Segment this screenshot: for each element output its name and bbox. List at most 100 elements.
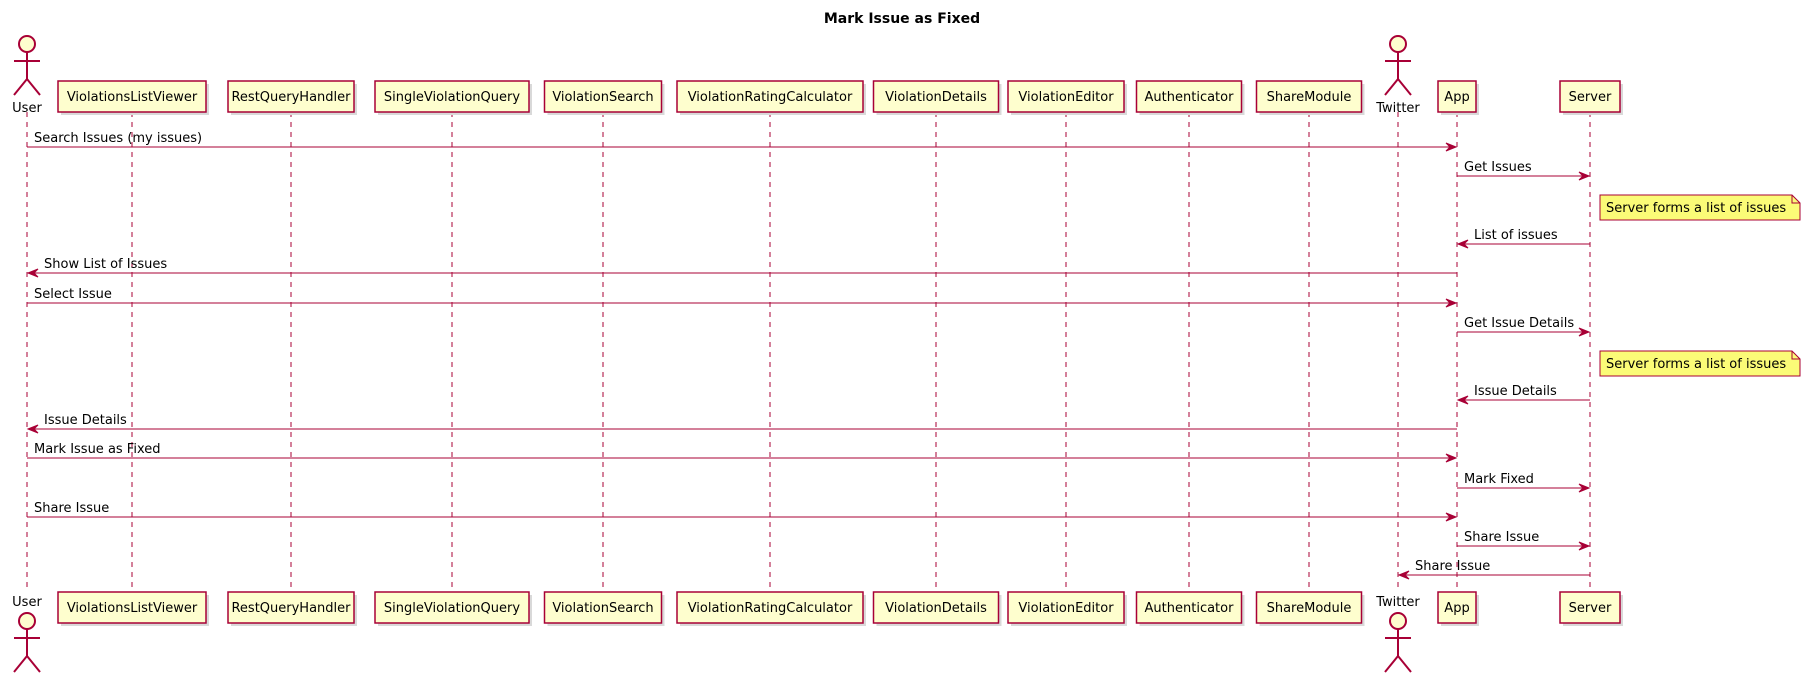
actor-right-leg xyxy=(26,655,41,673)
participant-box xyxy=(227,80,355,113)
arrowhead-icon xyxy=(1456,239,1469,249)
diagram-title: Mark Issue as Fixed xyxy=(824,11,980,27)
participant-box xyxy=(1007,80,1125,113)
participant-label: ViolationEditor xyxy=(1018,601,1114,616)
message-arrow: Share Issue xyxy=(27,501,1458,522)
message-arrow: Search Issues (my issues) xyxy=(27,131,1458,152)
participants: UserUserViolationsListViewerViolationsLi… xyxy=(12,35,1623,673)
participant-box xyxy=(543,591,663,624)
arrowhead-icon xyxy=(1578,483,1591,493)
participant-bottom-rest-query-handler: RestQueryHandler xyxy=(227,591,357,626)
message-label: Show List of Issues xyxy=(44,257,167,272)
arrowhead-icon xyxy=(1445,453,1458,463)
actor-right-leg xyxy=(26,78,41,96)
actor-head-icon xyxy=(18,612,36,630)
participant-box xyxy=(1559,591,1621,624)
participant-top-server: Server xyxy=(1559,80,1623,115)
participant-box xyxy=(57,80,207,113)
message-arrow: Issue Details xyxy=(1456,384,1590,405)
participant-top-single-violation-query: SingleViolationQuery xyxy=(374,80,532,115)
participant-bottom-server: Server xyxy=(1559,591,1623,626)
message-label: Share Issue xyxy=(34,501,109,516)
participant-bottom-violation-search: ViolationSearch xyxy=(543,591,665,626)
actor-right-leg xyxy=(1397,655,1412,673)
arrowhead-icon xyxy=(1578,327,1591,337)
participant-label: ViolationSearch xyxy=(552,601,653,616)
message-arrow: Share Issue xyxy=(1397,559,1590,580)
actor-head-icon xyxy=(18,35,36,53)
participant-box xyxy=(1255,591,1363,624)
message-label: Get Issues xyxy=(1464,160,1532,175)
participant-label: ShareModule xyxy=(1267,601,1352,616)
participant-bottom-violation-details: ViolationDetails xyxy=(872,591,1002,626)
actor-left-leg xyxy=(1384,78,1399,96)
arrowhead-icon xyxy=(1578,541,1591,551)
note-text: Server forms a list of issues xyxy=(1606,357,1786,372)
participant-top-violation-search: ViolationSearch xyxy=(543,80,665,115)
actor-bottom-user: User xyxy=(12,595,42,673)
arrowhead-icon xyxy=(1445,142,1458,152)
message-label: Issue Details xyxy=(1474,384,1557,399)
participant-label: ShareModule xyxy=(1267,90,1352,105)
interaction-steps: Search Issues (my issues) Get IssuesServe… xyxy=(26,131,1801,580)
participant-label: ViolationDetails xyxy=(885,90,987,105)
participant-bottom-share-module: ShareModule xyxy=(1255,591,1365,626)
actor-label: Twitter xyxy=(1375,595,1420,610)
participant-top-violation-details: ViolationDetails xyxy=(872,80,1002,115)
note-body xyxy=(1599,194,1801,221)
arrowhead-icon xyxy=(26,268,39,278)
participant-label: Authenticator xyxy=(1145,601,1235,616)
participant-label: Server xyxy=(1569,90,1612,105)
actor-left-leg xyxy=(1384,655,1399,673)
participant-box xyxy=(1135,591,1243,624)
actor-label: User xyxy=(12,101,42,116)
participant-box xyxy=(227,591,355,624)
lifelines xyxy=(26,112,1591,592)
actor-top-user: User xyxy=(12,35,42,116)
participant-box xyxy=(872,80,1000,113)
participant-top-violation-rating-calculator: ViolationRatingCalculator xyxy=(676,80,866,115)
participant-bottom-authenticator: Authenticator xyxy=(1135,591,1245,626)
note-text: Server forms a list of issues xyxy=(1606,201,1786,216)
participant-label: SingleViolationQuery xyxy=(384,601,520,616)
message-arrow: Get Issue Details xyxy=(1457,316,1591,337)
participant-box xyxy=(1437,80,1477,113)
actor-left-leg xyxy=(13,78,28,96)
message-label: Get Issue Details xyxy=(1464,316,1574,331)
participant-box xyxy=(1437,591,1477,624)
actor-left-leg xyxy=(13,655,28,673)
participant-label: ViolationDetails xyxy=(885,601,987,616)
participant-label: ViolationSearch xyxy=(552,90,653,105)
participant-top-share-module: ShareModule xyxy=(1255,80,1365,115)
arrowhead-icon xyxy=(1456,395,1469,405)
note: Server forms a list of issues xyxy=(1599,194,1801,221)
arrowhead-icon xyxy=(26,424,39,434)
message-label: Share Issue xyxy=(1464,530,1539,545)
participant-box xyxy=(374,591,530,624)
participant-bottom-violation-editor: ViolationEditor xyxy=(1007,591,1127,626)
participant-label: ViolationRatingCalculator xyxy=(688,90,853,105)
arrowhead-icon xyxy=(1397,570,1410,580)
message-label: Share Issue xyxy=(1415,559,1490,574)
message-arrow: Mark Fixed xyxy=(1457,472,1591,493)
participant-label: Authenticator xyxy=(1145,90,1235,105)
arrowhead-icon xyxy=(1578,171,1591,181)
message-arrow: Select Issue xyxy=(27,287,1458,308)
participant-label: App xyxy=(1444,90,1469,105)
note: Server forms a list of issues xyxy=(1599,350,1801,377)
message-arrow: List of issues xyxy=(1456,228,1590,249)
participant-box xyxy=(1559,80,1621,113)
message-arrow: Issue Details xyxy=(26,413,1457,434)
participant-bottom-single-violation-query: SingleViolationQuery xyxy=(374,591,532,626)
participant-box xyxy=(57,591,207,624)
participant-label: Server xyxy=(1569,601,1612,616)
participant-label: SingleViolationQuery xyxy=(384,90,520,105)
actor-bottom-twitter: Twitter xyxy=(1375,595,1420,673)
arrowhead-icon xyxy=(1445,512,1458,522)
message-label: Mark Fixed xyxy=(1464,472,1534,487)
participant-label: ViolationEditor xyxy=(1018,90,1114,105)
participant-label: ViolationsListViewer xyxy=(67,601,198,616)
message-label: Issue Details xyxy=(44,413,127,428)
participant-top-violation-editor: ViolationEditor xyxy=(1007,80,1127,115)
